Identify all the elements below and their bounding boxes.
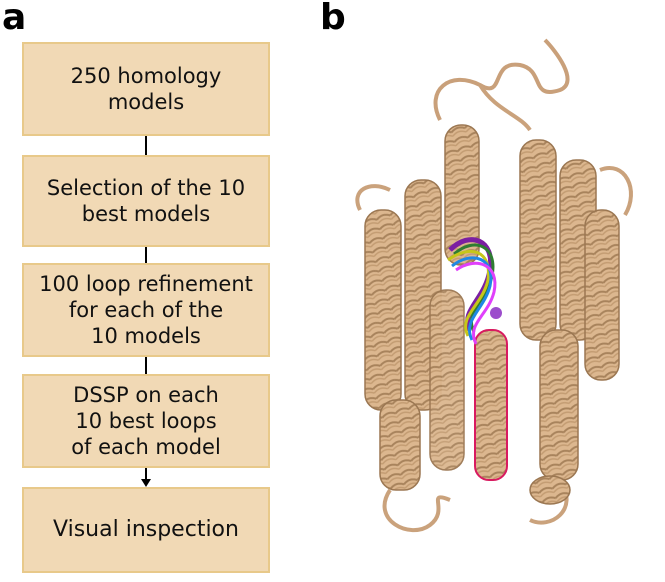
loop-strand bbox=[599, 166, 633, 217]
loop-ensemble bbox=[447, 237, 502, 345]
loop-strand bbox=[355, 184, 391, 211]
connector-line bbox=[145, 136, 147, 155]
panel-b-label: b bbox=[320, 0, 346, 38]
step-dssp: DSSP on each 10 best loops of each model bbox=[22, 374, 270, 468]
connector-line bbox=[145, 247, 147, 263]
loop-strand bbox=[382, 488, 451, 532]
helix bbox=[379, 399, 421, 491]
helix bbox=[584, 209, 620, 381]
highlight-helix bbox=[474, 329, 508, 481]
step-visual-inspection: Visual inspection bbox=[22, 487, 270, 573]
protein-structure-image bbox=[355, 38, 633, 532]
helix bbox=[539, 329, 579, 481]
helix bbox=[429, 289, 465, 471]
helix bbox=[364, 209, 402, 411]
loop-strand bbox=[478, 83, 532, 132]
helix bbox=[529, 475, 571, 505]
step-homology-models: 250 homology models bbox=[22, 42, 270, 136]
panel-a-label: a bbox=[2, 0, 27, 38]
helix bbox=[519, 139, 557, 341]
loop-strand bbox=[433, 38, 570, 121]
connector-line bbox=[145, 468, 147, 481]
step-loop-refinement: 100 loop refinement for each of the 10 m… bbox=[22, 263, 270, 357]
connector-line bbox=[145, 357, 147, 374]
step-select-best-models: Selection of the 10 best models bbox=[22, 155, 270, 247]
arrow-down-icon bbox=[141, 479, 151, 487]
